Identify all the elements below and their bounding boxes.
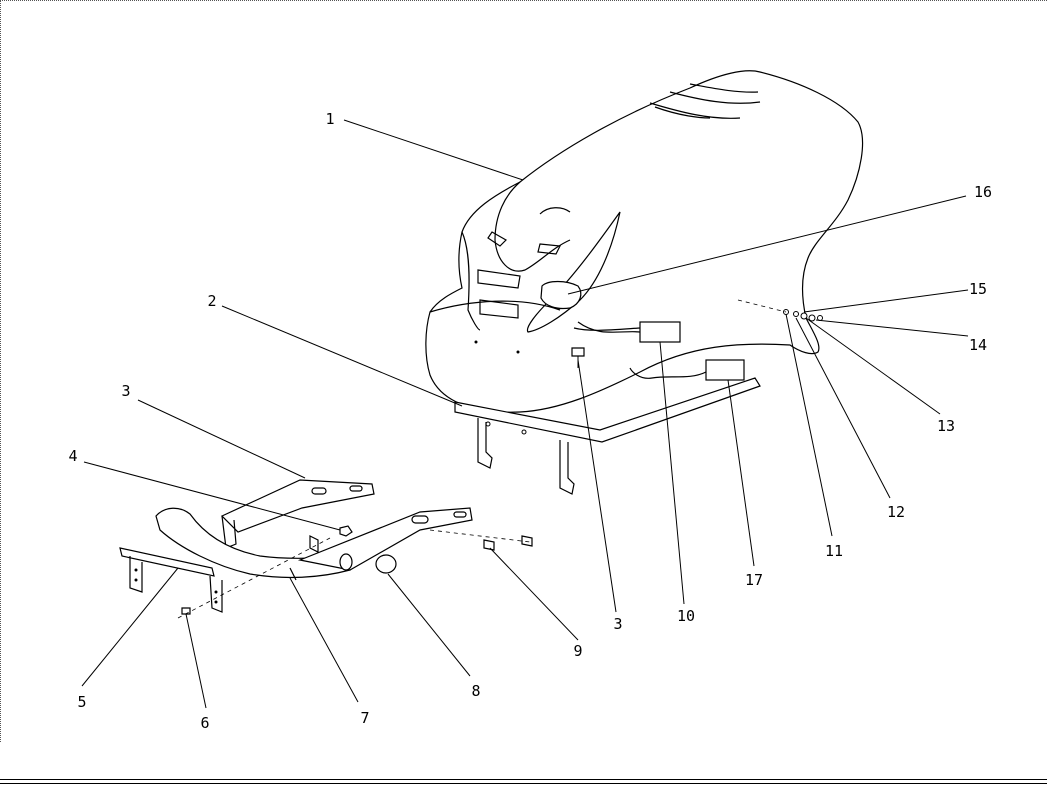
callout-2: 2 — [207, 292, 216, 310]
callout-9: 9 — [573, 642, 582, 660]
callout-11: 11 — [825, 542, 843, 560]
wire-17 — [629, 367, 707, 379]
callout-4: 4 — [68, 447, 77, 465]
grab-rail-part — [155, 507, 473, 581]
callout-16: 16 — [974, 183, 992, 201]
callout-3-right: 3 — [613, 615, 622, 633]
callout-3-left: 3 — [121, 382, 130, 400]
callout-17: 17 — [745, 571, 763, 589]
label-box-10 — [639, 321, 681, 343]
callout-14: 14 — [969, 336, 987, 354]
frame-border-left — [0, 0, 1, 742]
support-bar-part — [454, 377, 761, 495]
small-hardware — [181, 309, 823, 615]
callout-7: 7 — [360, 709, 369, 727]
callout-1: 1 — [325, 110, 334, 128]
callout-8: 8 — [471, 682, 480, 700]
license-bracket-part — [119, 547, 223, 613]
callout-15: 15 — [969, 280, 987, 298]
frame-bottom-rule — [0, 779, 1047, 784]
seat-cowl-part — [425, 70, 864, 413]
frame-border-top — [0, 0, 1047, 1]
callout-13: 13 — [937, 417, 955, 435]
leader-lines — [81, 119, 969, 709]
callout-10: 10 — [677, 607, 695, 625]
callout-labels: 1 2 3 4 5 6 7 8 9 3 10 17 11 12 13 14 15… — [68, 110, 992, 732]
callout-5: 5 — [77, 693, 86, 711]
wire-10 — [577, 321, 641, 333]
assembly-guides — [177, 299, 787, 619]
callout-6: 6 — [200, 714, 209, 732]
callout-12: 12 — [887, 503, 905, 521]
bracket-part-3 — [220, 479, 375, 549]
label-box-17 — [705, 359, 745, 381]
